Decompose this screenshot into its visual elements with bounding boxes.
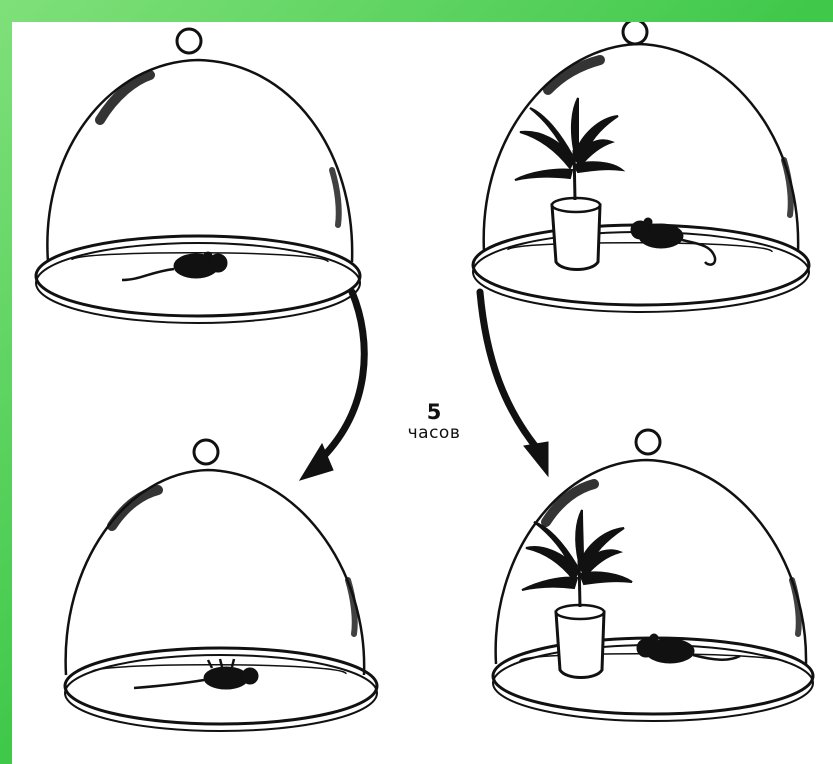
duration-value: 5 — [384, 400, 484, 424]
plant-leaves-bottom-right — [522, 510, 632, 607]
bell-jar-experiment-illustration — [12, 22, 833, 764]
duration-label: 5 часов — [384, 400, 484, 444]
arrow-right — [480, 292, 548, 476]
illustration-area: 5 часов — [12, 22, 833, 764]
bell-jar-top-left — [36, 29, 360, 323]
bell-jar-bottom-right — [493, 430, 813, 721]
plant-leaves-top-right — [515, 98, 622, 200]
arrow-left — [300, 292, 364, 480]
bell-jar-top-right — [473, 22, 809, 312]
duration-unit: часов — [384, 424, 484, 444]
plant-pot-top-right — [552, 198, 600, 270]
plant-pot-bottom-right — [556, 605, 604, 678]
